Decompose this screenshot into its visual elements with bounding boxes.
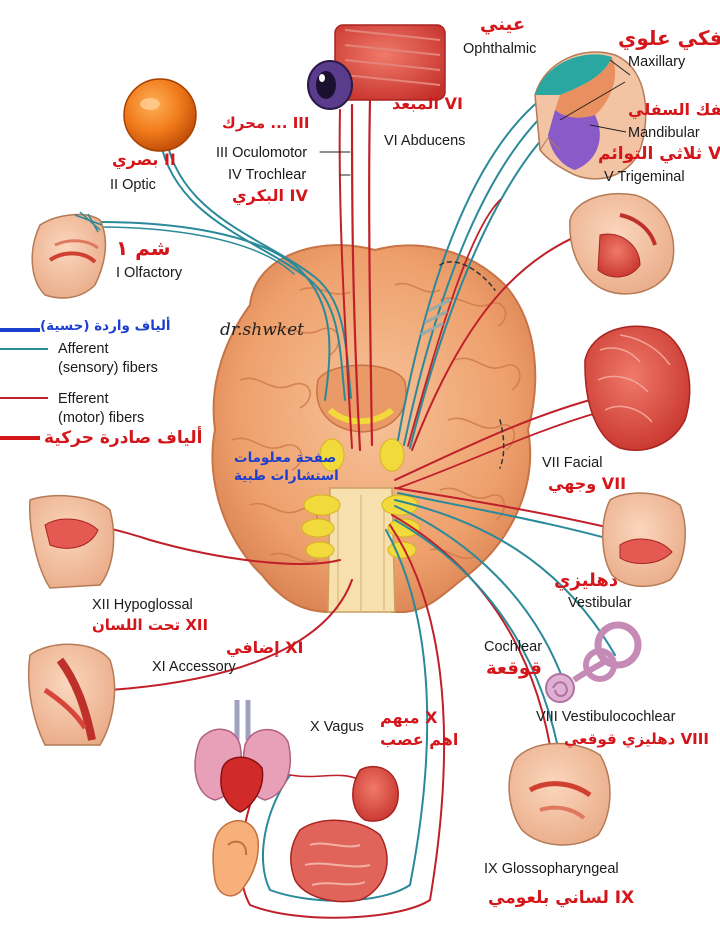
eye-muscles-icon	[307, 24, 446, 110]
watermark: dr.shwket	[220, 320, 304, 340]
maxillary-ar-label: فكي علوي	[618, 26, 720, 50]
abducens-ar-label: المبعد VI	[392, 94, 463, 113]
olfactory-label: I Olfactory	[116, 265, 183, 281]
optic-label: II Optic	[110, 177, 156, 193]
legend-efferent-label: Efferent	[58, 391, 109, 407]
accessory-ar-label: إضافي XI	[226, 638, 304, 657]
center-text-line2: استشارات طبية	[234, 468, 339, 484]
vagus-ar-note: اهم عصب	[380, 730, 459, 749]
center-text-line1: صفحة معلومات	[234, 450, 337, 466]
hypoglossal-label: XII Hypoglossal	[92, 597, 193, 613]
brain-base	[211, 244, 537, 614]
optic-ar-label: بصري II	[112, 150, 176, 169]
legend-efferent-sub-label: (motor) fibers	[58, 410, 145, 426]
eyeball-icon	[123, 78, 197, 152]
jaw-muscles-icon	[569, 193, 675, 295]
trigeminal-label: V Trigeminal	[604, 169, 685, 185]
glossopharyngeal-ar-label: لساني بلعومي IX	[488, 888, 635, 908]
nose-icon	[31, 211, 107, 299]
inner-ear-icon	[545, 621, 642, 703]
throat-icon	[508, 742, 611, 846]
legend-afferent-sub-label: (sensory) fibers	[58, 360, 158, 376]
olfactory-ar-label: شم ١	[116, 236, 171, 260]
ear-icon	[212, 820, 259, 897]
vagus-label: X Vagus	[310, 719, 364, 735]
trochlear-ar-label: البكري IV	[232, 186, 308, 205]
mouth-icon	[602, 492, 686, 588]
tongue-icon	[29, 494, 115, 589]
glossopharyngeal-label: IX Glossopharyngeal	[484, 861, 619, 877]
trigeminal-ar-label: ثلاثي التوائم V	[598, 144, 720, 164]
facial-label: VII Facial	[542, 455, 603, 471]
ophthalmic-ar-label: عيني	[480, 14, 526, 35]
intestines-icon	[290, 819, 388, 903]
trochlear-label: IV Trochlear	[228, 167, 307, 183]
maxillary-label: Maxillary	[628, 54, 686, 70]
accessory-label: XI Accessory	[152, 659, 236, 675]
legend-afferent-label: Afferent	[58, 341, 109, 357]
face-muscles-icon	[584, 325, 691, 451]
cochlear-label: Cochlear	[484, 639, 543, 655]
vestibulocochlear-label: VIII Vestibulocochlear	[536, 709, 676, 725]
heart-lungs-icon	[194, 700, 291, 813]
vagus-ar-label: مبهم X	[380, 708, 438, 727]
hypoglossal-ar-label: تحت اللسان XII	[92, 616, 209, 634]
ophthalmic-label: Ophthalmic	[463, 41, 537, 57]
neck-muscles-icon	[27, 643, 116, 746]
vestibulocochlear-ar-label: دهليزي قوقعي VIII	[564, 730, 709, 748]
vestibular-label: Vestibular	[568, 595, 632, 611]
oculomotor-ar-label: محرك ... III	[222, 114, 310, 132]
legend-efferent-ar-label: ألياف صادرة حركية	[44, 428, 203, 448]
cochlear-ar-label: قوقعة	[486, 658, 542, 679]
mandibular-label: Mandibular	[628, 125, 700, 141]
vestibular-ar-label: دهليزي	[554, 570, 619, 591]
mandibular-ar-label: الفك السفلي	[628, 100, 720, 119]
oculomotor-label: III Oculomotor	[216, 145, 308, 161]
face-dermatomes-icon	[534, 51, 647, 180]
abducens-label: VI Abducens	[384, 133, 466, 149]
legend-afferent-ar-label: ألياف واردة (حسية)	[40, 318, 171, 334]
stomach-icon	[352, 765, 399, 822]
facial-ar-label: وجهي VII	[548, 474, 627, 493]
